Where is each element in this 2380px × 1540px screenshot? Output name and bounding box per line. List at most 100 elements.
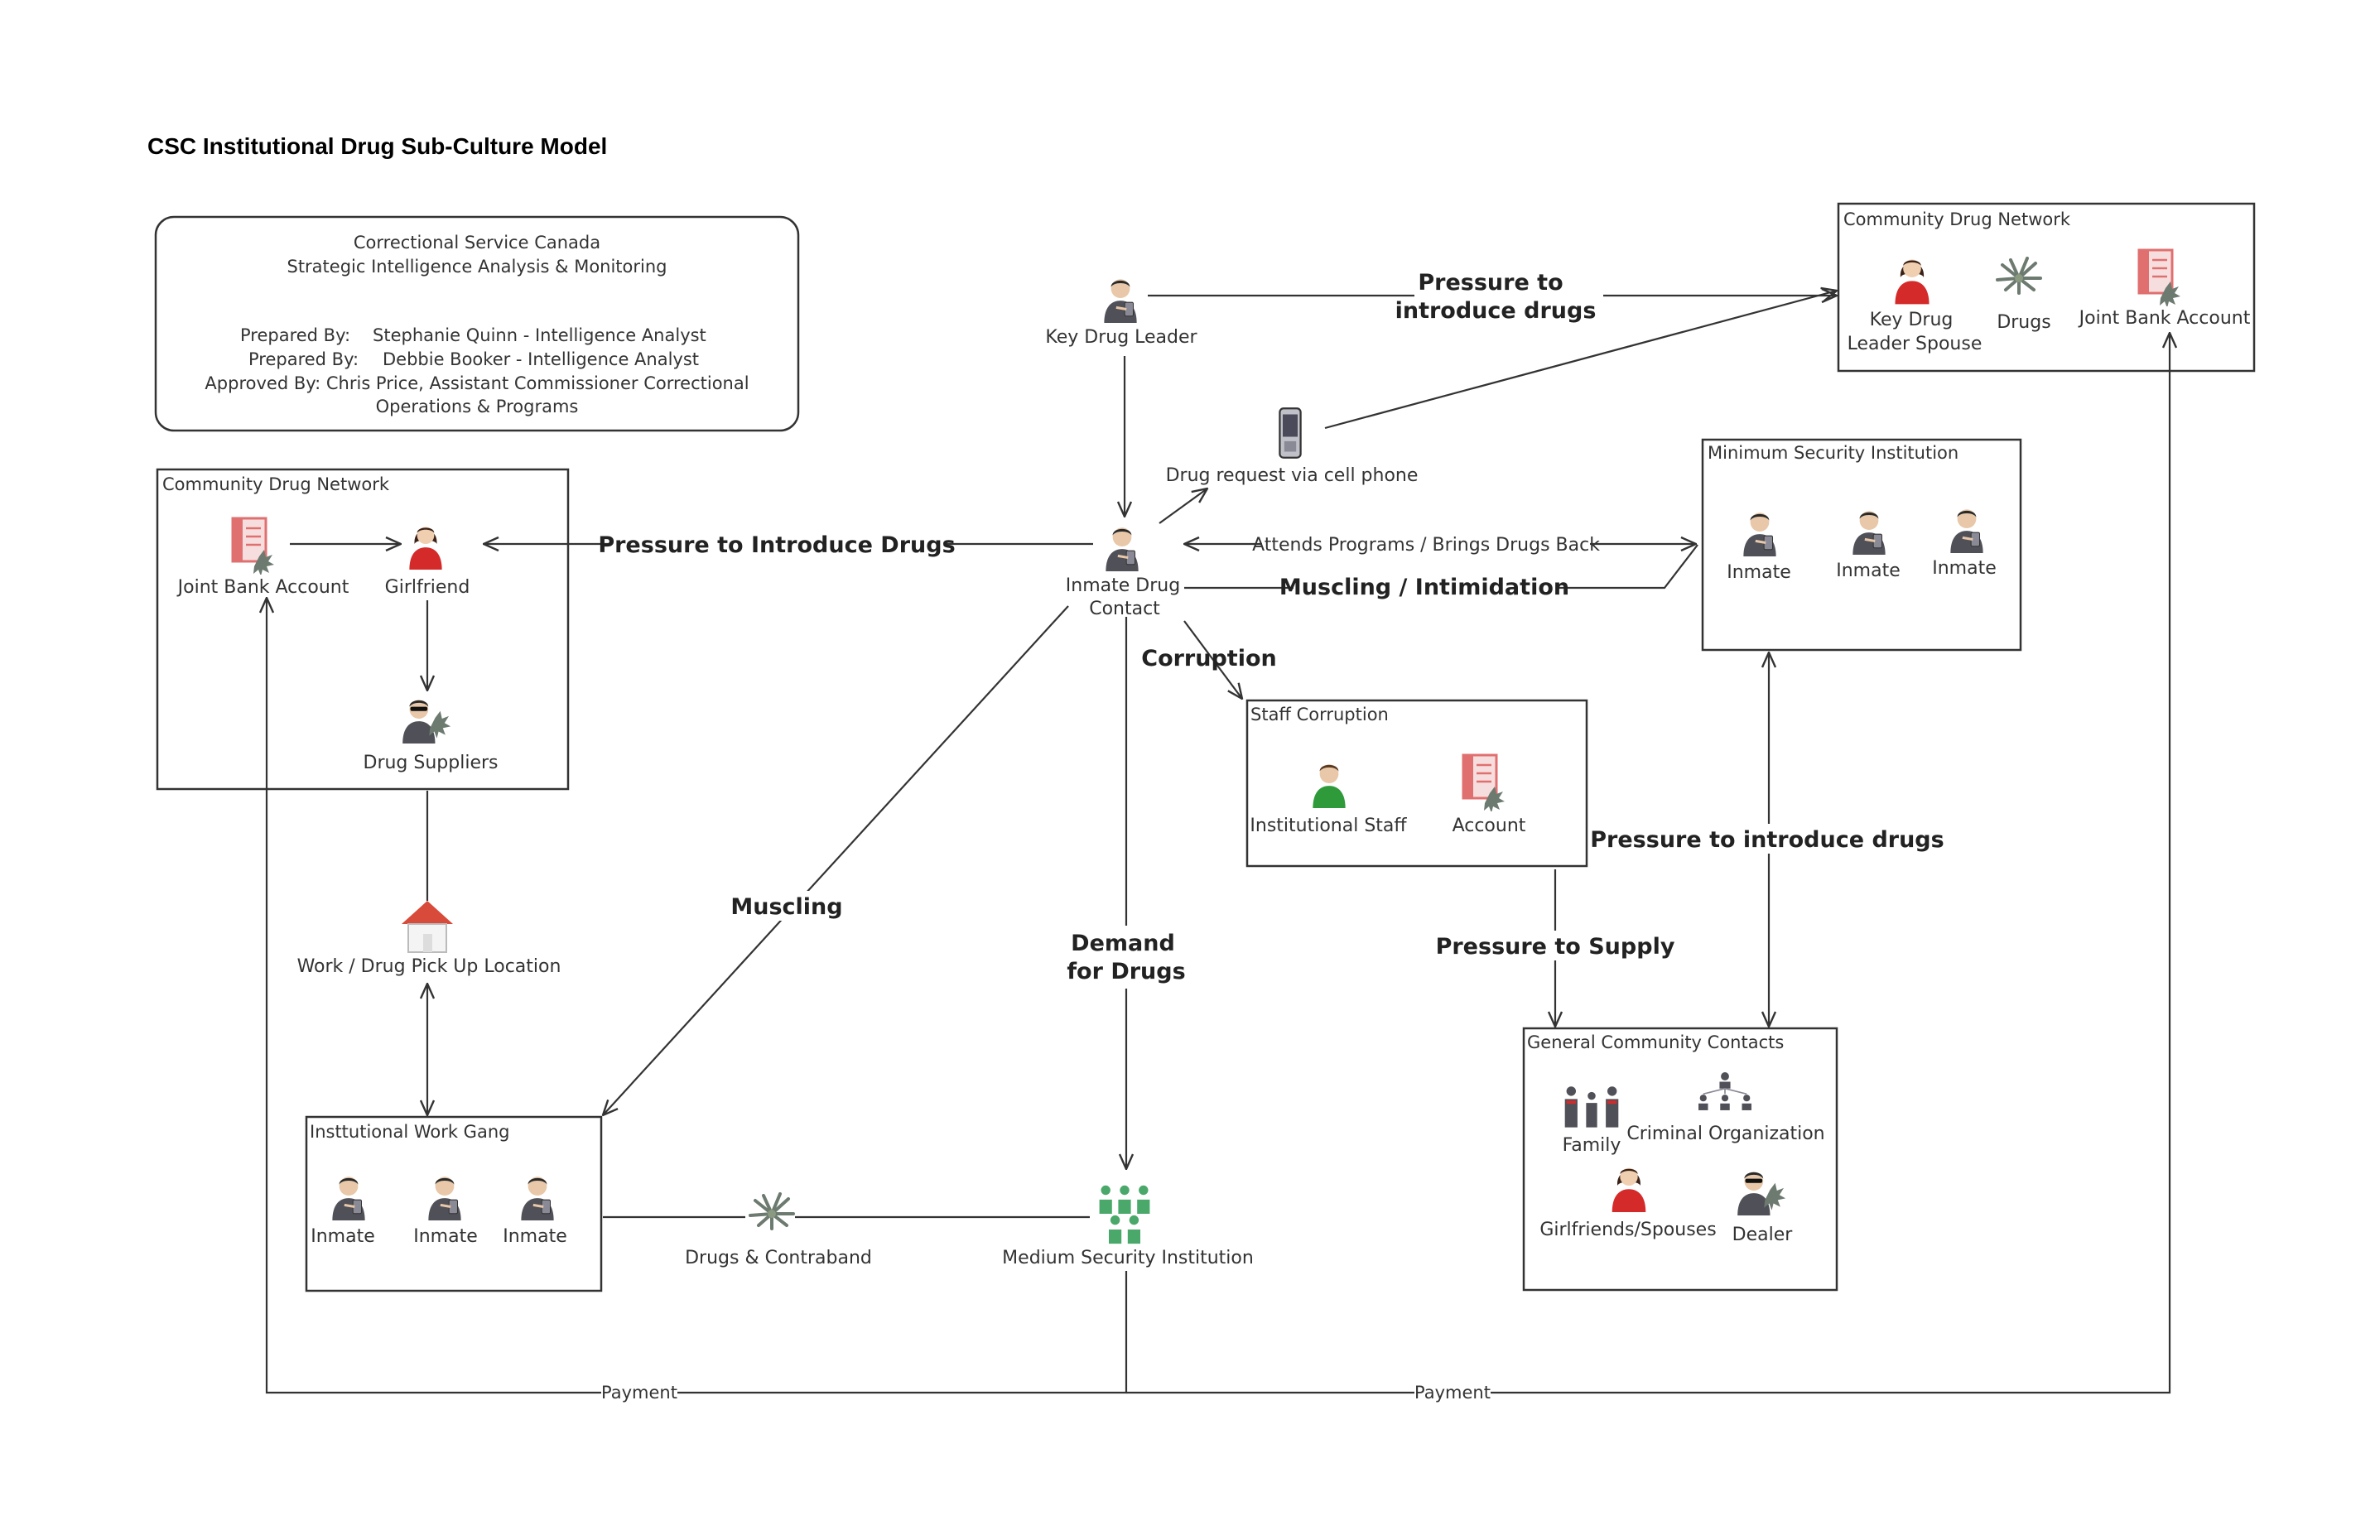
group-title: Staff Corruption [1250,705,1389,724]
node-label-1: Key Drug [1870,310,1954,330]
prepared-by-label-2: Prepared By: [248,349,359,369]
node-label: Key Drug Leader [1045,327,1197,348]
page-title: CSC Institutional Drug Sub-Culture Model [147,133,607,159]
drug-leaf-icon [749,1192,795,1230]
edge-labels: Pressure to introduce drugs Pressure to … [598,265,1944,1404]
node-drugs-right: Drugs [1996,257,2051,333]
prepared-by-name-1: Stephanie Quinn - Intelligence Analyst [373,325,706,345]
node-label-1: Inmate Drug [1066,575,1180,596]
crowd-icon [1099,1185,1150,1244]
node-family: Family [1563,1086,1621,1156]
node-label: Inmate [311,1226,375,1247]
node-label: Account [1453,816,1526,836]
unit-name: Strategic Intelligence Analysis & Monito… [287,257,667,277]
label-payment-left: Payment [601,1383,677,1403]
node-label-2: Leader Spouse [1848,334,1983,354]
drug-leaf-icon [1996,257,2042,295]
edge-muscling [603,605,1069,1115]
group-title: Community Drug Network [162,474,390,494]
label-demand-1: Demand [1071,931,1175,956]
family-icon [1564,1086,1619,1128]
node-key-drug-leader-spouse: Key Drug Leader Spouse [1848,259,1983,354]
label-attends-programs: Attends Programs / Brings Drugs Back [1252,535,1600,556]
account-ledger-icon [2137,248,2182,306]
node-label: Inmate [413,1226,478,1247]
node-label: Girlfriend [385,577,470,598]
label-payment-right: Payment [1414,1383,1491,1403]
node-label: Inmate [1727,562,1791,583]
node-label: Girlfriends/Spouses [1539,1220,1716,1240]
account-ledger-icon [231,517,276,575]
woman-icon [1895,259,1930,305]
staff-corruption-group: Staff Corruption [1245,699,1588,868]
group-title: Minimum Security Institution [1708,443,1958,463]
node-label: Drugs [1997,312,2050,333]
node-cell-phone: Drug request via cell phone [1166,407,1419,486]
label-pressure-to-1: Pressure to [1418,270,1563,296]
inmate-icon [1949,508,1985,553]
account-ledger-icon [1462,753,1506,811]
node-joint-bank-account-right: Joint Bank Account [2078,248,2251,329]
edge-phone-to-spouse [1324,291,1837,430]
community-drug-network-left: Community Drug Network [156,468,570,791]
dealer-icon [1737,1172,1785,1215]
organization-icon [1698,1071,1752,1111]
staff-person-icon [1313,764,1346,808]
prepared-by-label-1: Prepared By: [240,325,350,345]
inmate-icon [1102,277,1139,323]
label-corruption: Corruption [1141,646,1276,671]
node-gang-inmate-2: Inmate [413,1175,478,1247]
node-label: Joint Bank Account [2078,308,2251,329]
inmate-icon [1104,526,1140,571]
label-pressure-introduce-min: Pressure to introduce drugs [1590,827,1944,853]
node-criminal-organization: Criminal Organization [1626,1071,1825,1144]
node-min-inmate-1: Inmate [1727,511,1791,583]
community-drug-network-right: Community Drug Network [1837,202,2256,373]
node-min-inmate-2: Inmate [1836,509,1901,581]
node-inmate-drug-contact: Inmate Drug Contact [1066,526,1180,619]
node-gang-inmate-1: Inmate [311,1175,375,1247]
node-dealer: Dealer [1732,1172,1794,1245]
label-pressure-to-2: introduce drugs [1395,298,1597,324]
group-title: Community Drug Network [1843,209,2071,229]
edge-payment-left [267,598,1128,1394]
label-pressure-to-supply: Pressure to Supply [1436,934,1675,960]
org-name: Correctional Service Canada [354,233,600,253]
node-girlfriend: Girlfriend [385,527,470,598]
node-pickup-location: Work / Drug Pick Up Location [297,899,561,977]
node-label: Medium Security Institution [1002,1248,1254,1268]
node-label: Dealer [1732,1225,1794,1245]
house-icon [400,899,455,954]
inmate-icon [330,1175,367,1220]
label-muscling: Muscling [730,894,842,920]
minimum-security-institution: Minimum Security Institution [1701,438,2022,652]
node-label: Drug request via cell phone [1166,465,1419,486]
node-label: Inmate [503,1226,567,1247]
inmate-icon [1742,511,1778,556]
group-title: General Community Contacts [1527,1032,1784,1052]
woman-icon [409,527,442,570]
node-label: Drugs & Contraband [685,1248,872,1268]
prepared-by-name-2: Debbie Booker - Intelligence Analyst [383,349,699,369]
node-label: Criminal Organization [1626,1124,1824,1144]
approved-by: Approved By: Chris Price, Assistant Comm… [205,373,749,393]
node-label: Drug Suppliers [364,753,499,773]
inmate-icon [426,1175,463,1220]
node-staff-account: Account [1453,753,1526,836]
edge-corruption [1183,620,1242,699]
approved-by-line2: Operations & Programs [376,397,579,416]
woman-icon [1612,1167,1646,1212]
node-label: Inmate [1932,558,1997,579]
node-label: Inmate [1836,561,1901,581]
node-key-drug-leader: Key Drug Leader [1045,277,1198,348]
node-joint-bank-account-left: Joint Bank Account [176,517,349,598]
node-institutional-staff: Institutional Staff [1250,764,1407,836]
label-muscling-intimidation: Muscling / Intimidation [1279,575,1569,600]
label-pressure-to-introduce-drugs: Pressure to Introduce Drugs [598,532,955,558]
node-min-inmate-3: Inmate [1932,508,1997,579]
dealer-icon [402,700,450,744]
institutional-work-gang: Insttutional Work Gang [305,1115,603,1292]
group-title: Insttutional Work Gang [310,1122,509,1142]
node-girlfriends-spouses: Girlfriends/Spouses [1539,1167,1717,1240]
